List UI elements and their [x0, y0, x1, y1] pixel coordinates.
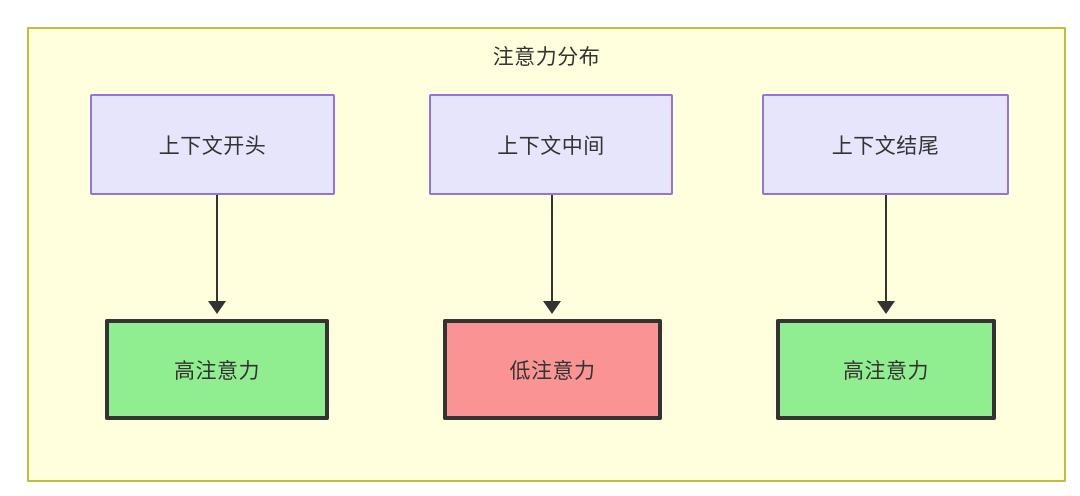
- edge-context-end-to-attn-high: [885, 195, 887, 301]
- node-attn-high-start-label: 高注意力: [174, 359, 260, 383]
- node-context-mid[interactable]: 上下文中间: [429, 94, 673, 195]
- node-attn-high-end-label: 高注意力: [843, 359, 929, 383]
- node-attn-low-mid[interactable]: 低注意力: [443, 319, 662, 420]
- node-attn-high-start[interactable]: 高注意力: [105, 319, 329, 420]
- node-context-end-label: 上下文结尾: [831, 134, 940, 158]
- arrow-down-icon: [208, 301, 226, 314]
- arrow-down-icon: [543, 301, 561, 314]
- node-context-start-label: 上下文开头: [158, 134, 267, 158]
- node-attn-low-mid-label: 低注意力: [509, 359, 596, 383]
- edge-context-mid-to-attn-low: [551, 195, 553, 301]
- arrow-down-icon: [877, 301, 895, 314]
- edge-context-start-to-attn-high: [216, 195, 218, 301]
- node-attn-high-end[interactable]: 高注意力: [776, 319, 996, 420]
- subgraph-title: 注意力分布: [492, 46, 601, 69]
- node-context-mid-label: 上下文中间: [497, 134, 605, 158]
- node-context-end[interactable]: 上下文结尾: [762, 94, 1009, 195]
- node-context-start[interactable]: 上下文开头: [90, 94, 335, 195]
- attention-distribution-subgraph: 注意力分布 上下文开头 上下文中间 上下文结尾 高注意力 低注意力 高注意力: [27, 27, 1066, 482]
